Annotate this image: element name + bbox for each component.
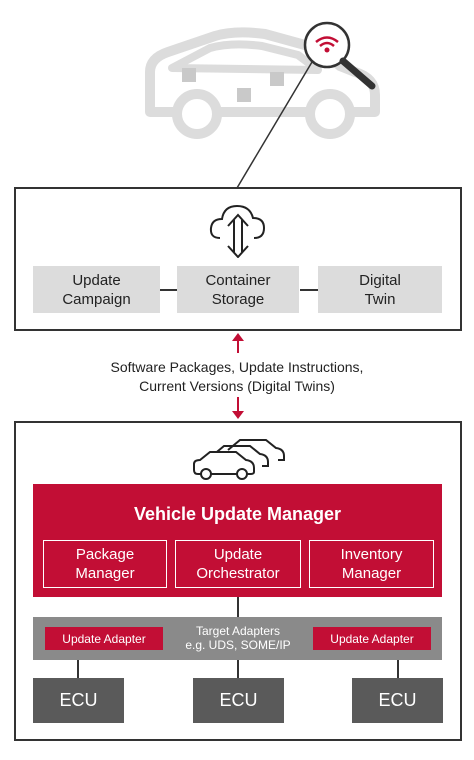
target-adapters-bar: Update Adapter Target Adapters e.g. UDS,… [33, 617, 442, 660]
update-orchestrator-box: Update Orchestrator [175, 540, 301, 588]
connector [300, 289, 318, 291]
ecu-box: ECU [352, 678, 443, 723]
magnifier-icon [303, 21, 376, 90]
inventory-manager-box: Inventory Manager [309, 540, 434, 588]
caption-line-2: Current Versions (Digital Twins) [139, 378, 335, 394]
cloud-sync-icon [209, 204, 266, 258]
link-line [236, 61, 313, 189]
connector [237, 597, 239, 617]
vehicle-update-manager: Vehicle Update Manager Package Manager U… [33, 484, 442, 597]
bidirectional-arrow [232, 333, 244, 419]
wifi-icon [315, 36, 339, 53]
caption-line-1: Software Packages, Update Instructions, [110, 359, 364, 375]
up-arrow-icon [232, 333, 244, 353]
down-arrow-icon [232, 397, 244, 419]
package-manager-box: Package Manager [43, 540, 167, 588]
car-illustration [145, 21, 380, 189]
cars-fleet-icon [193, 439, 285, 480]
digital-twin-box: Digital Twin [318, 266, 442, 313]
ecu-box: ECU [33, 678, 124, 723]
update-adapter-left: Update Adapter [45, 627, 163, 650]
vum-title: Vehicle Update Manager [133, 504, 342, 524]
target-adapters-label: Target Adapters e.g. UDS, SOME/IP [185, 624, 291, 652]
connector [397, 660, 399, 678]
connector [77, 660, 79, 678]
connector [237, 660, 239, 678]
connector [160, 289, 178, 291]
update-campaign-box: Update Campaign [33, 266, 160, 313]
update-adapter-right: Update Adapter [313, 627, 431, 650]
container-storage-box: Container Storage [177, 266, 299, 313]
ecu-box: ECU [193, 678, 284, 723]
